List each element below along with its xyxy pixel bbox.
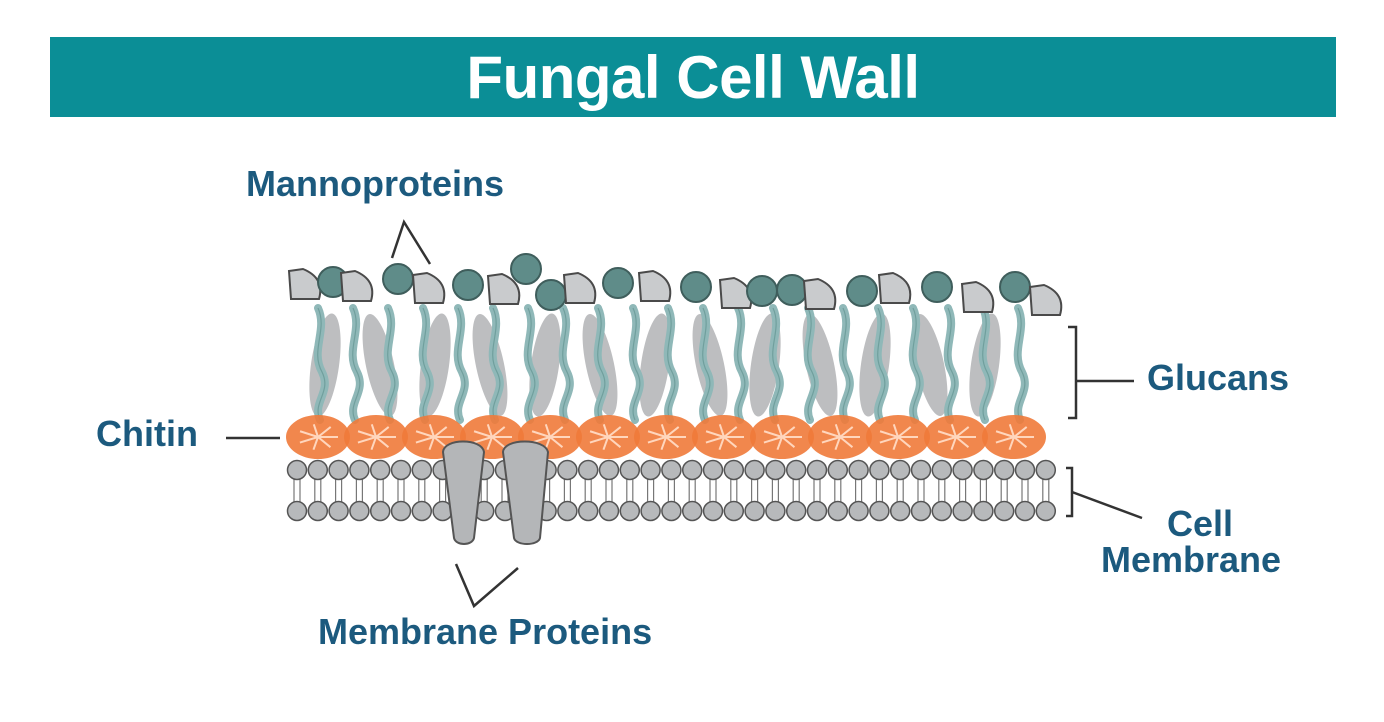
phospholipid-icon — [390, 459, 412, 522]
mannoproteins-label: Mannoproteins — [246, 163, 504, 204]
mannoprotein-sphere-icon — [746, 275, 778, 307]
phospholipid-bilayer — [286, 459, 1057, 522]
chitin-cluster-icon — [924, 415, 988, 459]
phospholipid-icon — [661, 459, 682, 522]
phospholipid-icon — [619, 459, 641, 522]
chitin-label: Chitin — [96, 413, 198, 454]
glucans-label: Glucans — [1147, 357, 1290, 398]
mannoprotein-sphere-icon — [999, 271, 1031, 303]
membrane-pointer — [1071, 490, 1143, 520]
mannoprotein-sphere-icon — [680, 271, 712, 303]
mannoprotein-wedge-icon — [802, 277, 837, 310]
mannoprotein-wedge-icon — [486, 272, 521, 305]
mannoprotein-wedge-icon — [1028, 283, 1063, 316]
phospholipid-icon — [869, 459, 890, 522]
chitin-cluster-icon — [808, 415, 872, 459]
leader-lines — [226, 219, 1143, 609]
phospholipid-icon — [993, 459, 1015, 522]
membrane-proteins-label: Membrane Proteins — [318, 611, 653, 652]
phospholipid-icon — [952, 459, 973, 522]
phospholipid-icon — [785, 459, 807, 522]
glucan-teal-fibers — [313, 304, 1029, 424]
mannoprotein-wedge-icon — [411, 271, 446, 304]
phospholipid-icon — [369, 459, 391, 522]
glucan-fiber-icon — [362, 314, 398, 416]
chitin-cluster-icon — [286, 415, 350, 459]
phospholipid-icon — [557, 459, 578, 522]
mannoprotein-sphere-icon — [535, 279, 567, 311]
mannoprotein-sphere-icon — [452, 269, 484, 301]
mannoprotein-wedge-icon — [287, 267, 322, 300]
mannoprotein-sphere-icon — [602, 267, 634, 299]
glucan-fiber-icon — [309, 313, 341, 417]
glucan-fiber-icon — [692, 314, 728, 416]
phospholipid-icon — [307, 459, 329, 522]
glucan-grey-fibers — [309, 313, 1001, 417]
mannoprotein-wedge-icon — [877, 271, 912, 304]
membrane-proteins-pointer — [454, 563, 519, 609]
phospholipid-icon — [910, 459, 932, 522]
mannoprotein-wedge-icon — [637, 269, 672, 302]
glucan-fiber-icon — [802, 314, 838, 416]
phospholipid-icon — [827, 459, 849, 522]
phospholipid-icon — [577, 459, 599, 522]
mannoprotein-wedge-icon — [960, 280, 995, 313]
mannoprotein-sphere-icon — [846, 275, 878, 307]
phospholipid-icon — [286, 459, 308, 522]
title-banner: Fungal Cell Wall — [50, 37, 1336, 117]
glucan-fiber-icon — [912, 314, 948, 416]
membrane-bracket — [1066, 466, 1074, 518]
chitin-cluster-icon — [750, 415, 814, 459]
phospholipid-icon — [744, 459, 765, 522]
chitin-cluster-icon — [344, 415, 408, 459]
phospholipid-icon — [931, 459, 953, 522]
mannoproteins-pointer — [390, 219, 432, 265]
phospholipid-icon — [1035, 459, 1057, 522]
cell-membrane-label-line1: Cell — [1167, 503, 1234, 544]
phospholipid-icon — [723, 459, 745, 522]
chitin-layer — [286, 415, 1046, 459]
chitin-cluster-icon — [634, 415, 698, 459]
chitin-cluster-icon — [576, 415, 640, 459]
chitin-cluster-icon — [866, 415, 930, 459]
phospholipid-icon — [806, 459, 828, 522]
mannoprotein-sphere-icon — [510, 253, 542, 285]
chitin-cluster-icon — [692, 415, 756, 459]
phospholipid-icon — [598, 459, 620, 522]
membrane-proteins — [441, 440, 550, 545]
phospholipid-icon — [702, 459, 724, 522]
phospholipid-icon — [681, 459, 703, 522]
phospholipid-icon — [765, 459, 786, 522]
glucans-bracket — [1068, 325, 1078, 420]
phospholipid-icon — [411, 459, 433, 522]
phospholipid-icon — [973, 459, 994, 522]
phospholipid-icon — [889, 459, 911, 522]
cell-membrane-label-line2: Membrane — [1101, 539, 1282, 580]
membrane-protein-icon — [501, 440, 550, 545]
membrane-protein-icon — [441, 440, 486, 545]
mannoprotein-wedge-icon — [562, 271, 597, 304]
mannoprotein-sphere-icon — [776, 274, 808, 306]
mannoprotein-wedge-icon — [339, 269, 374, 302]
phospholipid-icon — [848, 459, 869, 522]
mannoprotein-sphere-icon — [921, 271, 953, 303]
diagram-title: Fungal Cell Wall — [466, 43, 920, 111]
phospholipid-icon — [328, 459, 349, 522]
chitin-cluster-icon — [982, 415, 1046, 459]
phospholipid-icon — [640, 459, 661, 522]
glucan-fiber-icon — [639, 313, 671, 417]
mannoprotein-layer — [287, 253, 1063, 316]
phospholipid-icon — [349, 459, 370, 522]
mannoprotein-sphere-icon — [382, 263, 414, 295]
phospholipid-icon — [1014, 459, 1036, 522]
